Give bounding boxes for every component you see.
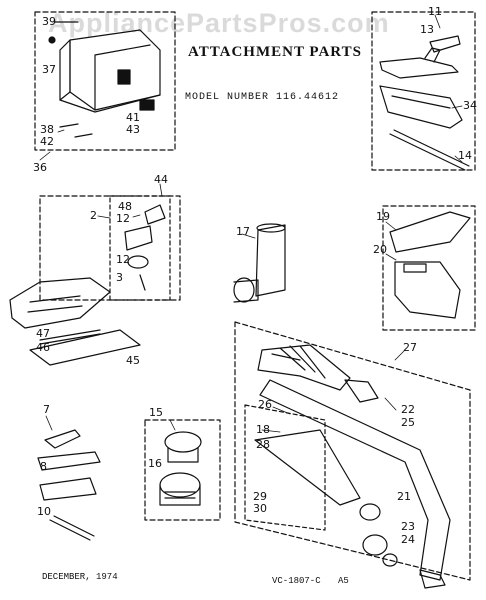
callout-25: 25: [401, 416, 415, 429]
callout-34: 34: [463, 99, 477, 112]
callout-17: 17: [236, 225, 250, 238]
wand-adapter-group: [9, 195, 181, 366]
callout-39: 39: [42, 15, 56, 28]
wall-bracket-group: [382, 205, 476, 331]
callout-46: 46: [36, 341, 50, 354]
callout-43: 43: [126, 123, 140, 136]
callout-45: 45: [126, 354, 140, 367]
callout-26: 26: [258, 398, 272, 411]
tool-caddy-group: [34, 11, 176, 151]
floor-tool-group: [371, 11, 476, 171]
callout-8: 8: [40, 460, 47, 473]
callout-16: 16: [148, 457, 162, 470]
callout-30: 30: [253, 502, 267, 515]
callout-24: 24: [401, 533, 415, 546]
callout-2: 2: [90, 209, 97, 222]
model-number: MODEL NUMBER 116.44612: [185, 92, 340, 103]
callout-21: 21: [397, 490, 411, 503]
hose-assembly-group: [234, 321, 471, 589]
callout-28: 28: [256, 438, 270, 451]
callout-13: 13: [420, 23, 434, 36]
callout-29: 29: [253, 490, 267, 503]
page-title: ATTACHMENT PARTS: [188, 44, 362, 60]
watermark-text: AppliancePartsPros.com: [48, 8, 390, 38]
callout-12a: 12: [116, 212, 130, 225]
callout-22: 22: [401, 403, 415, 416]
extension-wand: [233, 223, 286, 303]
footer-date: DECEMBER, 1974: [42, 572, 118, 582]
callout-12b: 12: [116, 253, 130, 266]
callout-48: 48: [118, 200, 132, 213]
upholstery-tool-group: [37, 429, 101, 541]
callout-37: 37: [42, 63, 56, 76]
callout-19: 19: [376, 210, 390, 223]
footer-code: VC-1807-C: [272, 576, 321, 586]
callout-41: 41: [126, 111, 140, 124]
callout-27: 27: [403, 341, 417, 354]
callout-10: 10: [37, 505, 51, 518]
callout-11: 11: [428, 5, 442, 18]
callout-38: 38: [40, 123, 54, 136]
callout-44: 44: [154, 173, 168, 186]
callout-3: 3: [116, 271, 123, 284]
leader-lines: [39, 14, 463, 433]
callout-23: 23: [401, 520, 415, 533]
callout-47: 47: [36, 327, 50, 340]
callout-42: 42: [40, 135, 54, 148]
callout-15: 15: [149, 406, 163, 419]
callout-20: 20: [373, 243, 387, 256]
dusting-brush-group: [144, 419, 221, 521]
callout-36: 36: [33, 161, 47, 174]
callout-18: 18: [256, 423, 270, 436]
footer-page: A5: [338, 576, 349, 586]
callout-7: 7: [43, 403, 50, 416]
callout-14: 14: [458, 149, 472, 162]
